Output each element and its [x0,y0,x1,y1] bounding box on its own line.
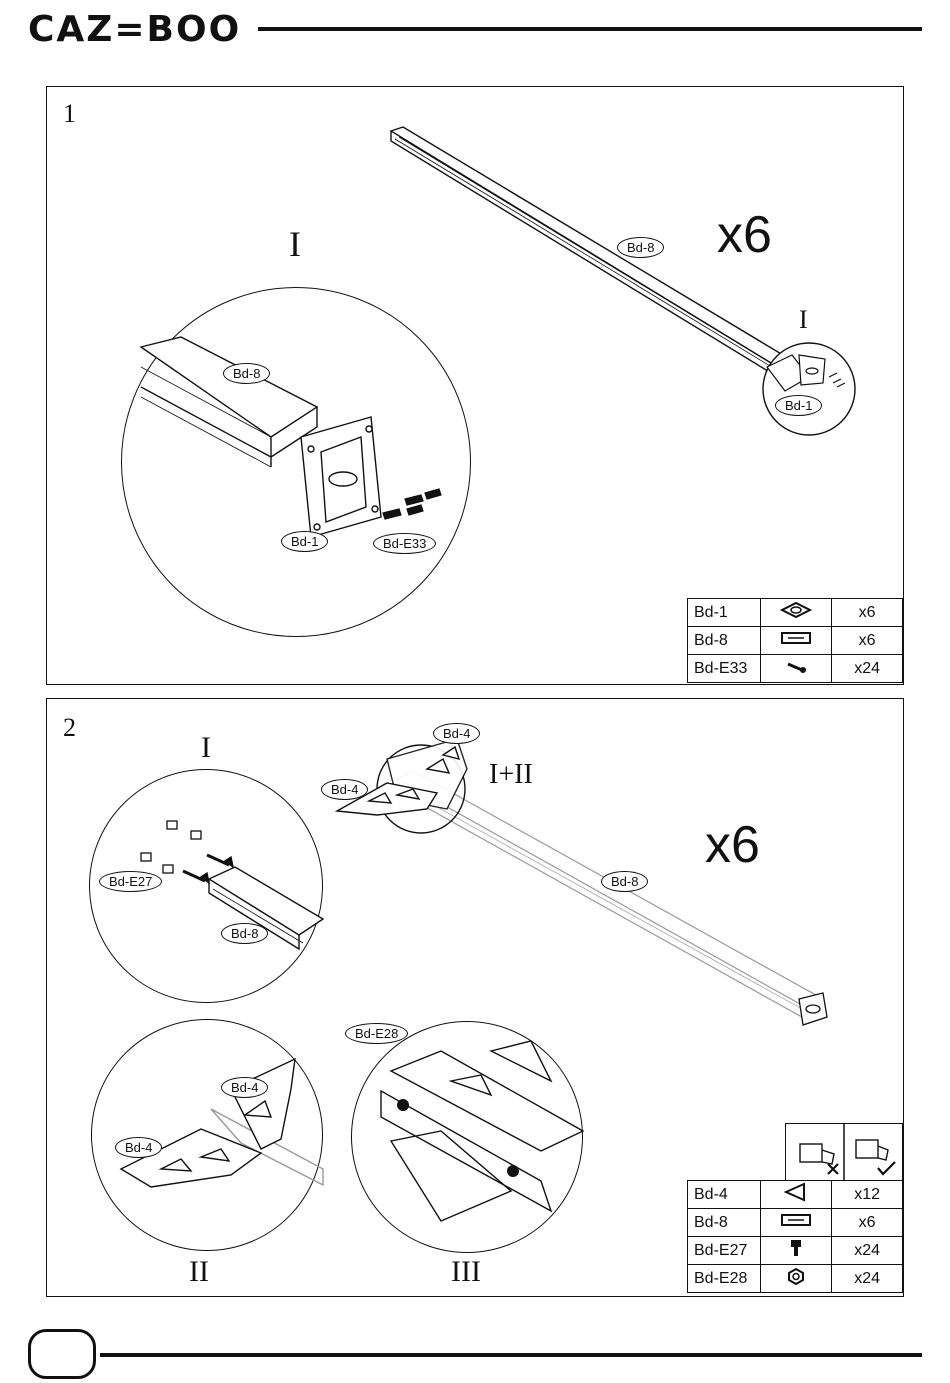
footer-divider [100,1353,922,1357]
bar-tag: Bd-8 [601,871,648,892]
plate-detail-tag: Bd-1 [281,531,328,552]
quantity-label: x6 [717,205,772,265]
parts-table: Bd-4 x12 Bd-8 x6 Bd-E27 x24 Bd-E28 x24 [687,1180,903,1293]
part-code: Bd-E33 [688,655,761,683]
plate-tag: Bd-1 [775,395,822,416]
part-code: Bd-E28 [688,1265,761,1293]
table-row: Bd-E27 x24 [688,1237,903,1265]
bar-icon [760,627,831,655]
detail-iii-illustration [351,1021,583,1253]
parts-table: Bd-1 x6 Bd-8 x6 Bd-E33 x24 [687,598,903,683]
detail-iii-label: III [451,1255,481,1289]
bar-icon [760,1209,831,1237]
plate-icon [760,599,831,627]
detail-i-label: I [201,731,211,765]
part-code: Bd-1 [688,599,761,627]
orientation-hint [785,1123,903,1181]
part-qty: x24 [832,655,903,683]
part-qty: x12 [832,1181,903,1209]
step-2-panel: 2 Bd-4 Bd-4 I+II Bd-8 x6 I [46,698,904,1297]
detail-ii-label: II [189,1255,209,1289]
detail-title: I [289,223,301,265]
part-code: Bd-4 [688,1181,761,1209]
bracket-top-tag: Bd-4 [433,723,480,744]
table-row: Bd-8 x6 [688,627,903,655]
part-qty: x24 [832,1237,903,1265]
nut-tag: Bd-E28 [345,1023,408,1044]
table-row: Bd-4 x12 [688,1181,903,1209]
bolt-tag: Bd-E27 [99,871,162,892]
bracket-left-tag: Bd-4 [321,779,368,800]
detail-illustration [121,287,471,637]
screw-icon [760,655,831,683]
nut-icon [760,1265,831,1293]
part-code: Bd-E27 [688,1237,761,1265]
nut-orientation-icon [786,1124,902,1180]
bar-detail-tag: Bd-8 [221,923,268,944]
table-row: Bd-8 x6 [688,1209,903,1237]
part-code: Bd-8 [688,1209,761,1237]
part-qty: x6 [832,599,903,627]
table-row: Bd-E28 x24 [688,1265,903,1293]
table-row: Bd-1 x6 [688,599,903,627]
part-code: Bd-8 [688,627,761,655]
bar-detail-tag: Bd-8 [223,363,270,384]
screw-detail-tag: Bd-E33 [373,533,436,554]
detail-marker-label: I [799,305,808,335]
bracket-icon [760,1181,831,1209]
bracket-ii-top-tag: Bd-4 [221,1077,268,1098]
table-row: Bd-E33 x24 [688,655,903,683]
bar-tag: Bd-8 [617,237,664,258]
header-divider [258,27,922,31]
bolt-icon [760,1237,831,1265]
page-number-box [28,1329,96,1379]
part-qty: x6 [832,627,903,655]
detail-i-ii-label: I+II [489,759,533,791]
part-qty: x24 [832,1265,903,1293]
part-qty: x6 [832,1209,903,1237]
detail-ii-illustration [91,1019,323,1251]
brand-logo: CAZ=BOO [28,8,241,52]
quantity-label: x6 [705,815,760,875]
step-1-panel: 1 I Bd-8 Bd-1 x6 I [46,86,904,685]
bracket-ii-left-tag: Bd-4 [115,1137,162,1158]
